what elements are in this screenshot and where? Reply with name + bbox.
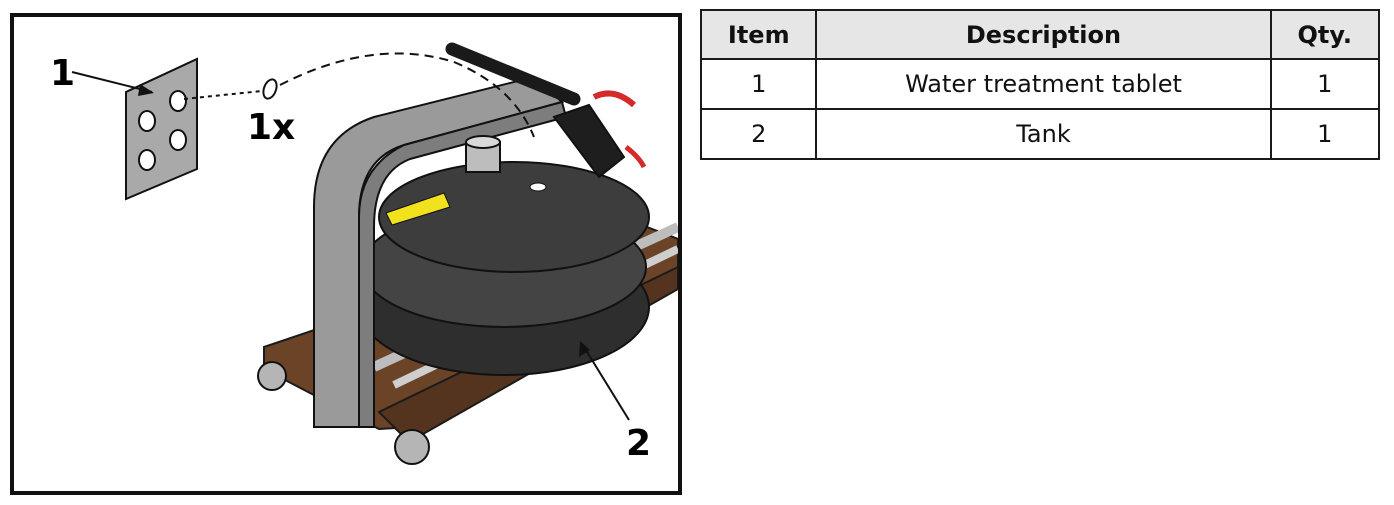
cell-description: Water treatment tablet xyxy=(815,58,1272,110)
cell-item: 2 xyxy=(699,108,818,160)
tank-top xyxy=(378,161,650,273)
table-row: 2 Tank 1 xyxy=(699,108,1380,160)
cell-description: Tank xyxy=(815,108,1272,160)
warning-label xyxy=(385,192,451,226)
header-description: Description xyxy=(815,9,1272,60)
cell-item: 1 xyxy=(699,58,818,110)
parts-table: Item Description Qty. 1 Water treatment … xyxy=(699,9,1380,160)
single-tablet xyxy=(262,78,278,100)
callout-quantity: 1x xyxy=(247,107,295,148)
rowing-machine-drawing: 1 1x 2 xyxy=(50,42,678,465)
cell-qty: 1 xyxy=(1269,108,1380,160)
callout-item-2: 2 xyxy=(626,423,651,464)
cell-qty: 1 xyxy=(1269,58,1380,110)
wheel-left xyxy=(257,361,287,391)
foot-pad xyxy=(552,103,626,179)
table-header-row: Item Description Qty. xyxy=(699,9,1380,60)
table-row: 1 Water treatment tablet 1 xyxy=(699,58,1380,110)
header-qty: Qty. xyxy=(1269,9,1380,60)
callout-item-1: 1 xyxy=(50,53,75,94)
assembly-illustration: 1 1x 2 xyxy=(10,13,682,495)
header-item: Item xyxy=(699,9,818,60)
wheel-front xyxy=(394,429,430,465)
tablet-sheet xyxy=(125,57,198,201)
handle-bar xyxy=(445,42,581,106)
